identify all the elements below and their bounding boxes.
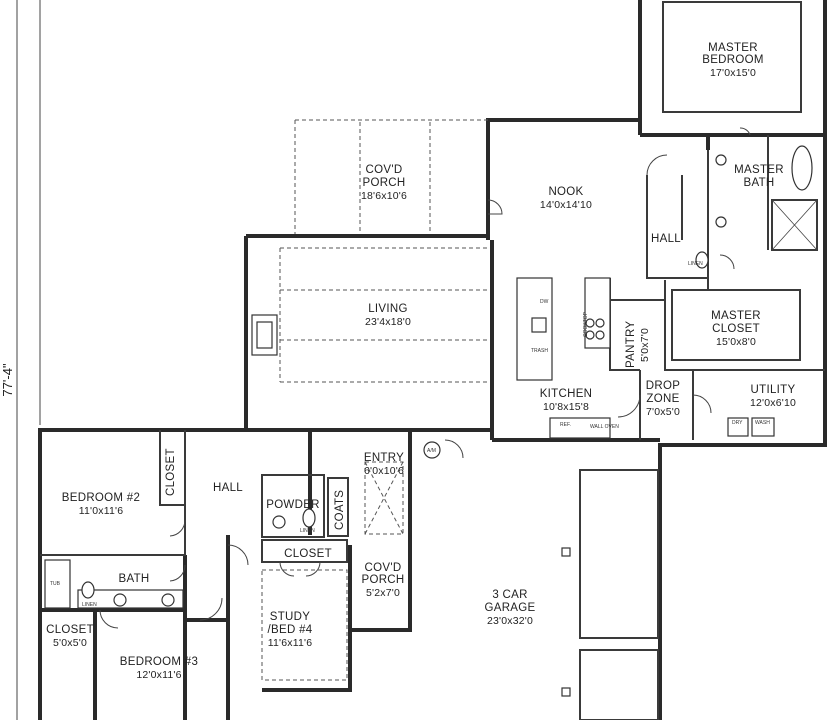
linen-label-powder: LINEN (300, 528, 315, 534)
living-size: 23'4x18'0 (365, 316, 411, 328)
rear-porch-name-2: PORCH (362, 177, 405, 189)
sink-icon (715, 216, 727, 228)
pantry-name: PANTRY (625, 321, 637, 368)
nook-name: NOOK (548, 186, 583, 198)
master-bath-name-2: BATH (743, 177, 774, 189)
burner-icon (595, 330, 605, 340)
master-bath-name: MASTER (734, 164, 784, 176)
utility-name: UTILITY (751, 384, 796, 396)
kitchen-name: KITCHEN (540, 388, 593, 400)
toilet-icon (695, 251, 709, 269)
linen-label-bath: LINEN (82, 602, 97, 608)
wall-oven-label: WALL OVEN (590, 424, 619, 430)
study-name-2: /BED #4 (268, 624, 313, 636)
toilet-icon (81, 581, 95, 599)
sink-icon (161, 593, 175, 607)
utility-size: 12'0x6'10 (750, 397, 796, 409)
front-porch-size: 5'2x7'0 (366, 587, 400, 599)
overall-dimension: 77'-4" (0, 0, 41, 720)
bath-name: BATH (118, 573, 149, 585)
coats-name: COATS (334, 490, 346, 530)
drop-zone-size: 7'0x5'0 (646, 406, 680, 418)
linen-label-master: LINEN (688, 261, 703, 267)
burner-icon (595, 318, 605, 328)
bedroom2-name: BEDROOM #2 (62, 492, 140, 504)
burner-icon (585, 330, 595, 340)
sink-icon (272, 515, 286, 529)
drop-zone-name: DROP (646, 380, 680, 392)
kitchen-sink-icon (531, 317, 547, 333)
overall-dimension-label: 77'-4" (0, 363, 15, 397)
powder-name: POWDER (266, 499, 320, 511)
toilet-icon (302, 508, 316, 528)
master-bedroom-name-2: BEDROOM (702, 54, 764, 66)
living-name: LIVING (368, 303, 408, 315)
washer-icon (751, 417, 775, 437)
sink-icon (113, 593, 127, 607)
garage-door-markers (561, 547, 571, 697)
nook-size: 14'0x14'10 (540, 199, 592, 211)
main-hall-name: HALL (213, 482, 243, 494)
pantry-size: 5'0x7'0 (639, 328, 651, 362)
exterior-walls (38, 0, 827, 720)
study-closet-name: CLOSET (284, 548, 332, 560)
master-closet-name: MASTER (711, 310, 761, 322)
cooktop-label: COOKTOP (583, 311, 589, 337)
burner-icon (585, 318, 595, 328)
master-bedroom-name: MASTER (708, 42, 758, 54)
entry-name: ENTRY (364, 452, 404, 464)
bed3-closet-size: 5'0x5'0 (53, 637, 87, 649)
garage-name: 3 CAR (492, 589, 527, 601)
am-label: A/M (427, 448, 436, 454)
front-porch-name-2: PORCH (361, 574, 404, 586)
rear-porch-name: COV'D (366, 164, 403, 176)
bed3-closet-name: CLOSET (46, 624, 94, 636)
dry-label: DRY (732, 420, 743, 426)
garage-name-2: GARAGE (484, 602, 535, 614)
drop-zone-name-2: ZONE (646, 393, 679, 405)
entry-size: 6'0x10'6 (364, 465, 404, 477)
tub-label: TUB (50, 581, 61, 587)
bathtub-icon (791, 145, 813, 191)
sink-icon (715, 154, 727, 166)
bed2-closet-name: CLOSET (165, 448, 177, 496)
study-name: STUDY (270, 611, 311, 623)
kitchen-size: 10'8x15'8 (543, 401, 589, 413)
bedroom3-name: BEDROOM #3 (120, 656, 198, 668)
fixtures: DW TRASH COOKTOP REF. WALL OVEN LINEN LI… (50, 145, 813, 608)
bedroom3-size: 12'0x11'6 (136, 669, 181, 681)
garage-size: 23'0x32'0 (487, 615, 533, 627)
ref-label: REF. (560, 422, 571, 428)
dryer-icon (727, 417, 749, 437)
dw-label: DW (540, 299, 549, 305)
front-porch-name: COV'D (365, 562, 402, 574)
room-labels: MASTER BEDROOM 17'0x15'0 MASTER BATH COV… (46, 42, 796, 681)
master-hall-name: HALL (651, 233, 681, 245)
am-unit-icon (423, 441, 441, 459)
study-size: 11'6x11'6 (268, 637, 313, 649)
master-bedroom-size: 17'0x15'0 (710, 67, 756, 79)
rear-porch-size: 18'6x10'6 (361, 190, 407, 202)
bedroom2-size: 11'0x11'6 (79, 505, 124, 517)
wash-label: WASH (755, 420, 770, 426)
doors (99, 127, 751, 629)
master-closet-size: 15'0x8'0 (716, 336, 756, 348)
interior-walls (40, 1, 825, 720)
trash-label: TRASH (531, 348, 548, 354)
master-closet-name-2: CLOSET (712, 323, 760, 335)
